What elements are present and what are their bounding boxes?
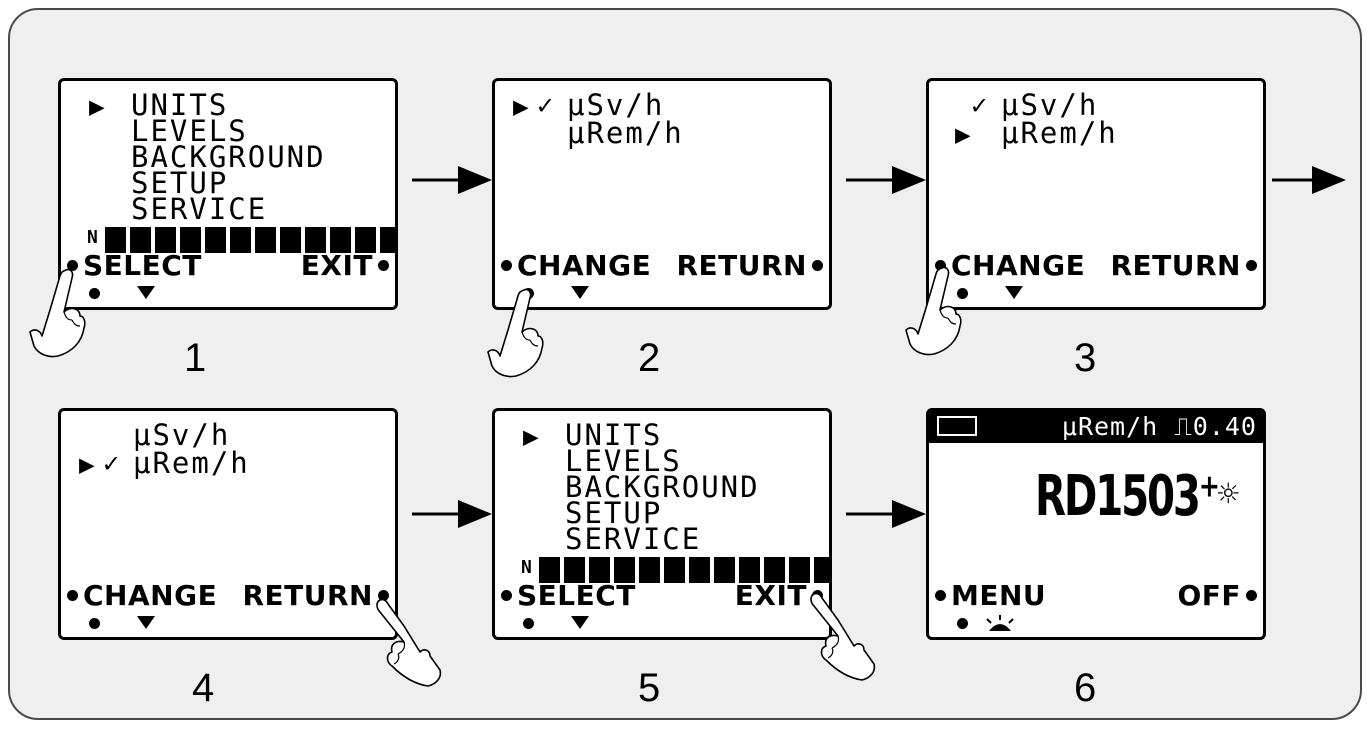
screen-step-2: ▶ ✓ μSv/h μRem/h CHANGE RETURN (492, 78, 832, 310)
menu-item-background: BACKGROUND (565, 470, 760, 504)
alarm-bell-icon: ☼ (1217, 474, 1239, 515)
button-dot-icon (812, 260, 823, 271)
softkey-select[interactable]: SELECT (517, 579, 636, 612)
unit-option-usv: μSv/h (133, 418, 231, 452)
button-dot-icon (935, 590, 946, 601)
unit-option-usv: μSv/h (1001, 88, 1099, 122)
pointing-hand-icon (487, 288, 544, 378)
step-number-6: 6 (1074, 666, 1097, 710)
menu-item-service: SERVICE (565, 522, 702, 556)
softkey-exit[interactable]: EXIT (300, 249, 373, 282)
button-dot-icon (957, 618, 968, 629)
softkey-return[interactable]: RETURN (1110, 249, 1241, 282)
device-model-name: RD1503⁺ (1035, 464, 1220, 529)
softkey-select[interactable]: SELECT (83, 249, 202, 282)
step-number-2: 2 (638, 336, 661, 380)
softkey-menu[interactable]: MENU (951, 579, 1047, 612)
arrow-right-icon (412, 166, 492, 194)
selection-marker: ▶ (523, 422, 539, 452)
arrow-right-icon (846, 166, 926, 194)
selection-marker: ▶ (955, 120, 971, 150)
button-dot-icon (957, 288, 968, 299)
screen-step-1: ▶ UNITS LEVELS BACKGROUND SETUP SERVICE … (58, 78, 398, 310)
screen-step-5: ▶ UNITS LEVELS BACKGROUND SETUP SERVICE … (492, 408, 832, 640)
menu-item-setup: SETUP (565, 496, 663, 530)
step-number-3: 3 (1074, 336, 1097, 380)
status-readout: μRem/h ⎍0.40 (1061, 412, 1257, 441)
button-dot-icon (501, 590, 512, 601)
softkey-change[interactable]: CHANGE (83, 579, 218, 612)
level-bar (539, 557, 829, 583)
down-triangle-icon (1005, 286, 1023, 299)
softkey-return[interactable]: RETURN (242, 579, 373, 612)
level-bar-label: N (521, 557, 532, 578)
button-dot-icon (1246, 590, 1257, 601)
menu-item-service: SERVICE (131, 192, 268, 226)
button-dot-icon (935, 260, 946, 271)
button-dot-icon (89, 618, 100, 629)
step-number-5: 5 (638, 666, 661, 710)
down-triangle-icon (571, 286, 589, 299)
button-dot-icon (378, 590, 389, 601)
check-mark: ✓ (971, 90, 988, 121)
pointing-hand-icon (905, 266, 962, 356)
level-bar-label: N (87, 227, 98, 248)
menu-item-units: UNITS (565, 418, 663, 452)
selection-marker: ▶ (79, 450, 95, 480)
softkey-change[interactable]: CHANGE (517, 249, 652, 282)
down-triangle-icon (571, 616, 589, 629)
softkey-off[interactable]: OFF (1177, 579, 1241, 612)
pointing-hand-icon (376, 598, 442, 687)
arrow-right-icon (412, 500, 492, 528)
menu-item-levels: LEVELS (131, 114, 248, 148)
menu-item-levels: LEVELS (565, 444, 682, 478)
softkey-change[interactable]: CHANGE (951, 249, 1086, 282)
pointing-hand-icon (810, 592, 876, 681)
button-dot-icon (1246, 260, 1257, 271)
screen-step-6: μRem/h ⎍0.40 RD1503⁺ ☼ MENU OFF (926, 408, 1266, 640)
level-bar (105, 227, 395, 253)
button-dot-icon (67, 260, 78, 271)
step-number-4: 4 (192, 666, 215, 710)
status-bar: μRem/h ⎍0.40 (929, 411, 1263, 443)
unit-option-usv: μSv/h (567, 88, 665, 122)
unit-option-urem: μRem/h (133, 446, 250, 480)
pointing-hand-icon (29, 268, 86, 358)
button-dot-icon (523, 618, 534, 629)
button-dot-icon (89, 288, 100, 299)
unit-option-urem: μRem/h (567, 116, 684, 150)
arrow-right-icon (1272, 166, 1346, 194)
selection-marker: ▶ (89, 92, 105, 122)
button-dot-icon (501, 260, 512, 271)
menu-item-background: BACKGROUND (131, 140, 326, 174)
down-triangle-icon (137, 616, 155, 629)
selection-marker: ▶ (513, 92, 529, 122)
arrow-right-icon (846, 500, 926, 528)
menu-item-units: UNITS (131, 88, 229, 122)
button-dot-icon (67, 590, 78, 601)
check-mark: ✓ (103, 448, 120, 479)
menu-item-setup: SETUP (131, 166, 229, 200)
step-number-1: 1 (184, 336, 207, 380)
screen-step-4: μSv/h ▶ ✓ μRem/h CHANGE RETURN (58, 408, 398, 640)
check-mark: ✓ (537, 90, 554, 121)
button-dot-icon (378, 260, 389, 271)
unit-option-urem: μRem/h (1001, 116, 1118, 150)
screen-step-3: ✓ μSv/h ▶ μRem/h CHANGE RETURN (926, 78, 1266, 310)
softkey-return[interactable]: RETURN (676, 249, 807, 282)
backlight-icon (986, 615, 1014, 631)
battery-icon (937, 416, 977, 436)
down-triangle-icon (137, 286, 155, 299)
softkey-exit[interactable]: EXIT (734, 579, 807, 612)
